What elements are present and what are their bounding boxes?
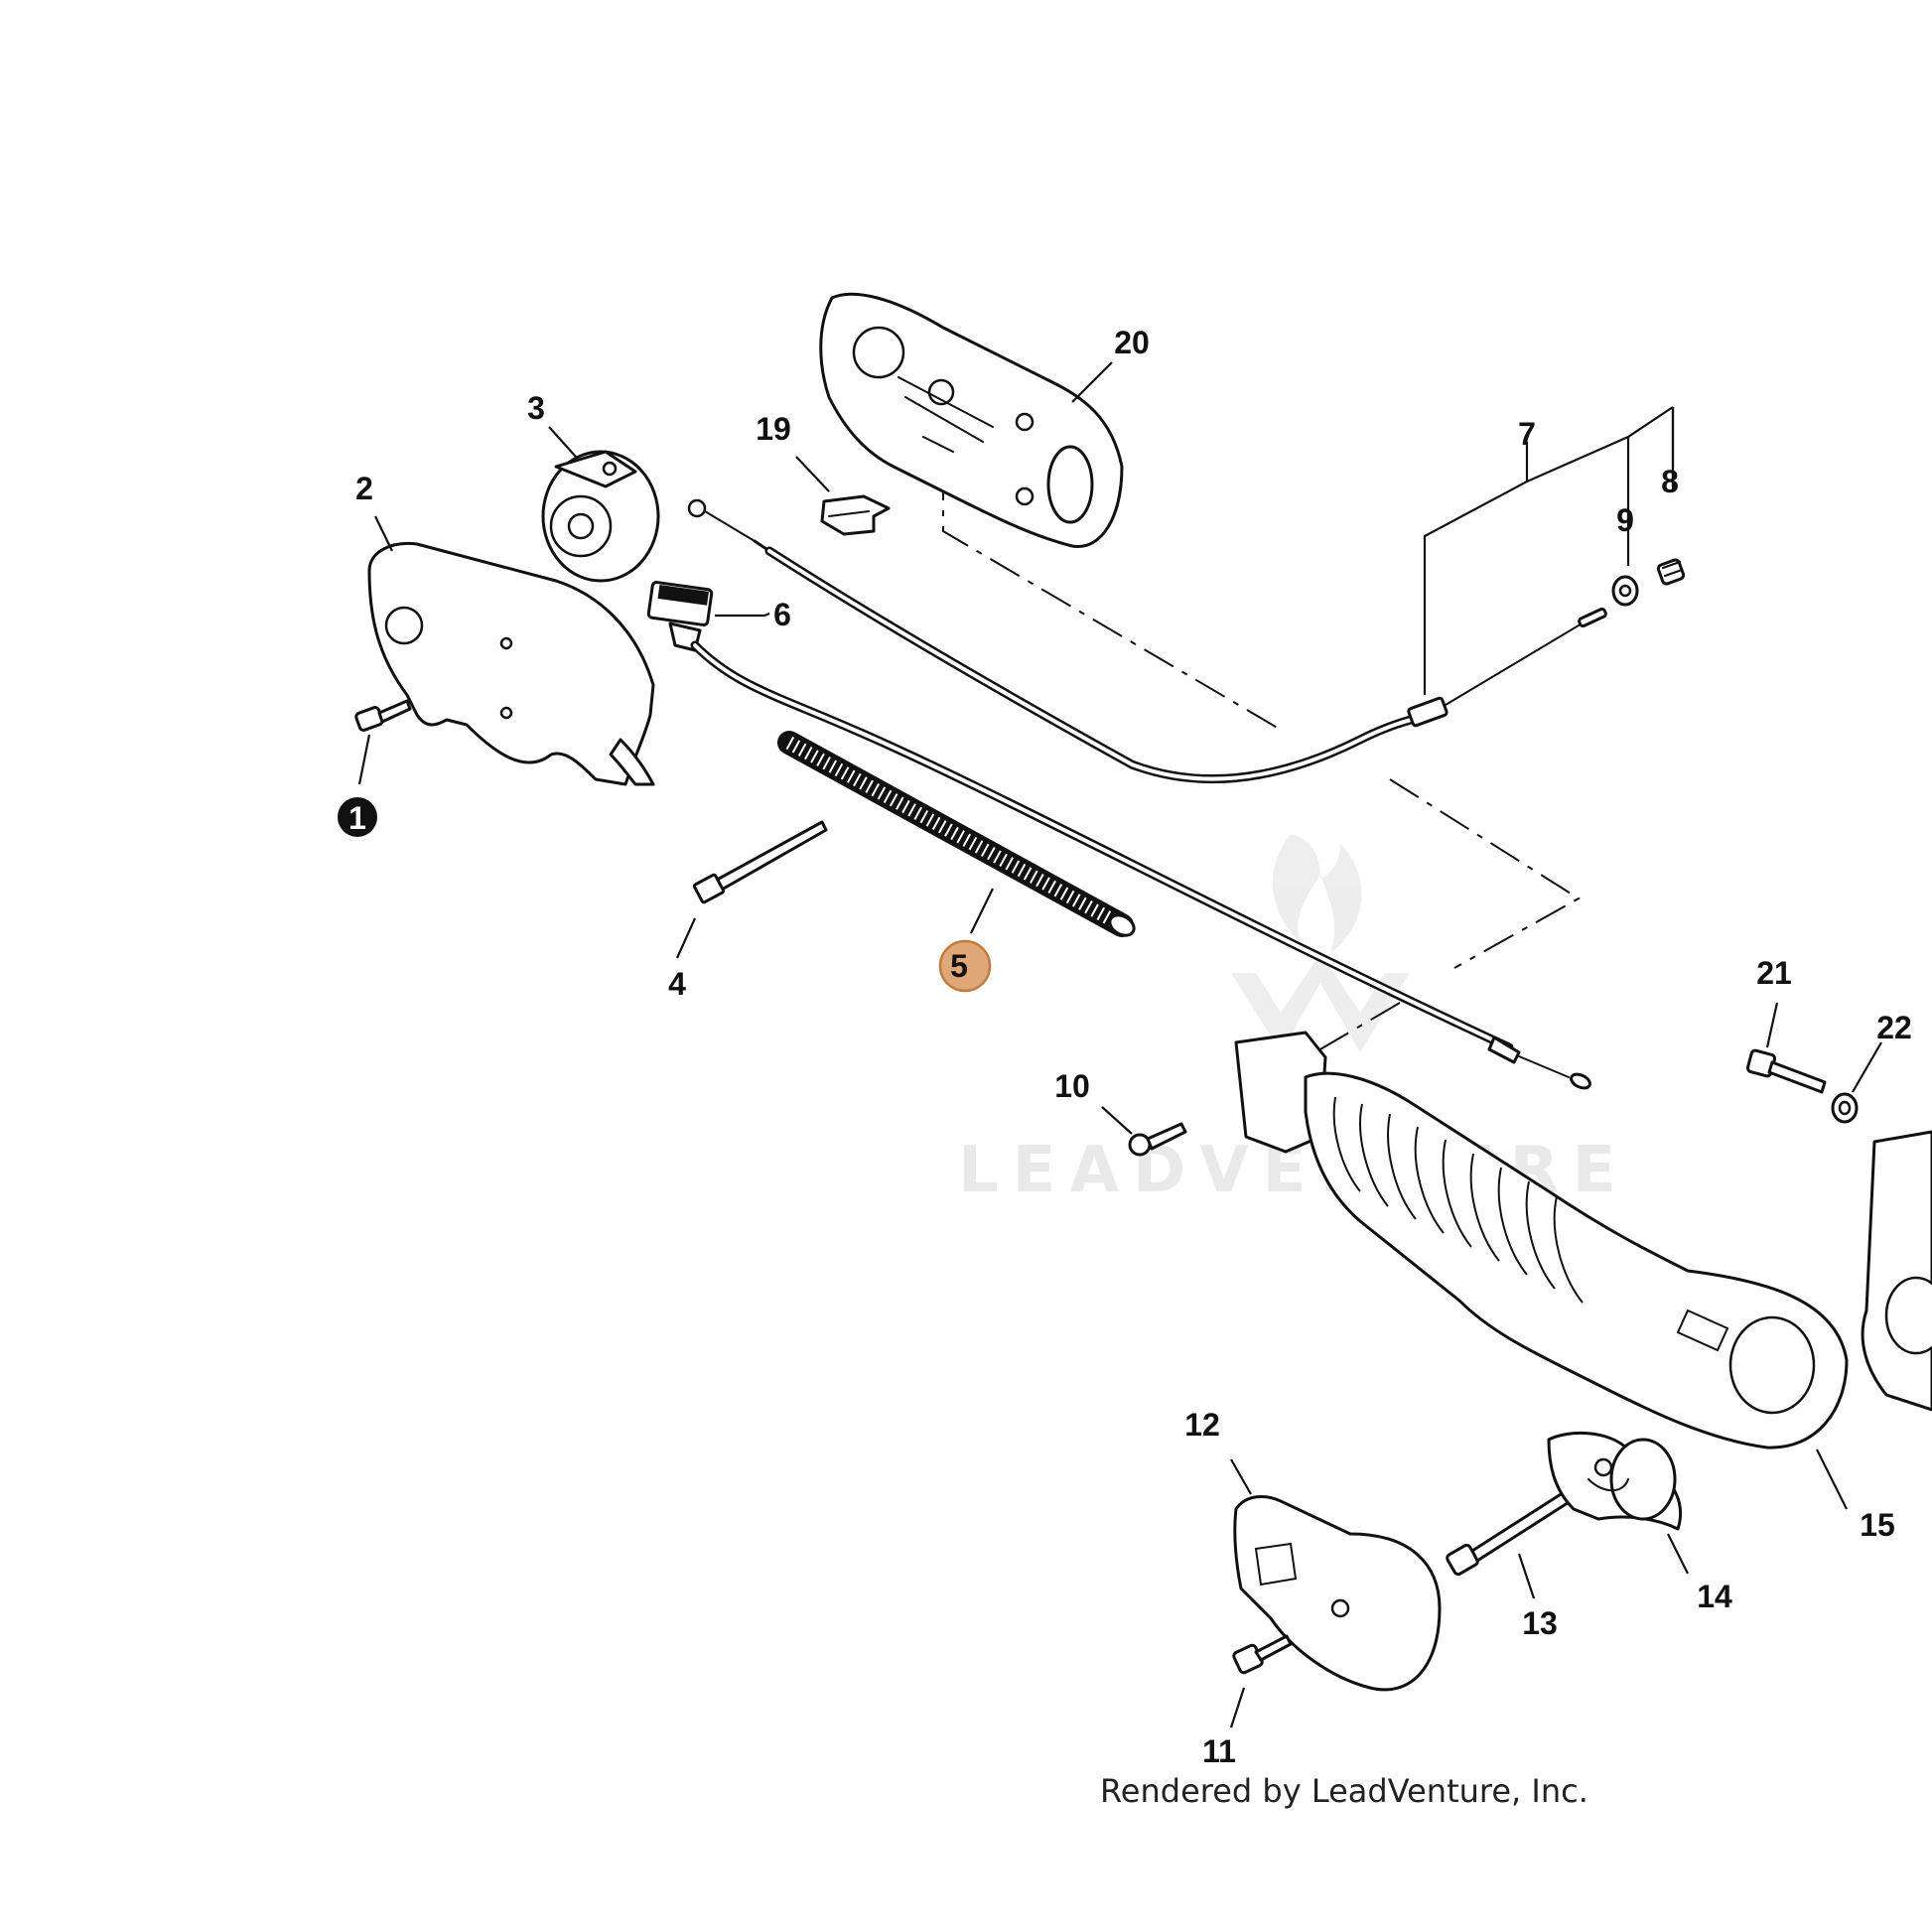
part-3-switch-housing [541, 450, 660, 583]
callout-19[interactable]: 19 [756, 411, 791, 447]
svg-text:5: 5 [950, 948, 968, 984]
callout-22[interactable]: 22 [1876, 1010, 1912, 1045]
callout-5[interactable]: 5 [938, 939, 992, 993]
callout-7[interactable]: 7 [1518, 416, 1536, 452]
callout-2[interactable]: 2 [355, 471, 373, 506]
callout-5-highlight [938, 939, 992, 993]
part-10-screw [1128, 1122, 1187, 1157]
callout-13[interactable]: 13 [1522, 1605, 1558, 1641]
part-6-wire-harness [690, 640, 1591, 1090]
callout-6[interactable]: 6 [773, 597, 791, 632]
part-20-upper-housing [819, 292, 1124, 548]
part-21-bolt [1745, 1048, 1827, 1094]
part-15-handle [1234, 1031, 1849, 1449]
callout-15[interactable]: 15 [1860, 1507, 1895, 1543]
callout-21[interactable]: 21 [1756, 955, 1792, 991]
part-11-screw [1232, 1634, 1293, 1675]
leader-lines [357, 361, 1882, 1728]
callout-1[interactable]: 1 [338, 797, 377, 837]
watermark-logo [1231, 834, 1410, 1052]
callout-12[interactable]: 12 [1184, 1407, 1220, 1443]
part-partial-right-housing [1861, 1130, 1932, 1412]
part-6-switch [646, 581, 714, 652]
part-22-washer [1831, 1092, 1859, 1124]
callout-11[interactable]: 11 [1202, 1733, 1236, 1769]
part-19-bracket [820, 494, 891, 536]
part-7-throttle-cable [687, 498, 1607, 784]
part-12-trigger-cover [1233, 1495, 1442, 1692]
svg-text:1: 1 [348, 800, 366, 836]
callout-8[interactable]: 8 [1661, 464, 1679, 499]
callout-labels: 1 2 3 4 5 6 7 8 9 10 11 12 13 14 15 19 2… [338, 325, 1912, 1769]
callout-4[interactable]: 4 [668, 966, 686, 1002]
callout-9[interactable]: 9 [1616, 502, 1634, 538]
rendered-by-credit: Rendered by LeadVenture, Inc. [1100, 1772, 1588, 1810]
part-8-set-screw [1656, 558, 1686, 586]
part-14-cam [1547, 1431, 1683, 1531]
part-2-cover [367, 541, 655, 786]
part-9-nut [1611, 575, 1639, 607]
callout-20[interactable]: 20 [1114, 325, 1150, 360]
callout-3[interactable]: 3 [527, 390, 545, 426]
part-4-cable-tie [692, 820, 828, 904]
callout-10[interactable]: 10 [1054, 1068, 1090, 1104]
part-1-bolt [354, 699, 412, 732]
part-5-sleeve [777, 731, 1136, 937]
part-13-bolt [1446, 1487, 1576, 1577]
callout-14[interactable]: 14 [1697, 1579, 1732, 1614]
